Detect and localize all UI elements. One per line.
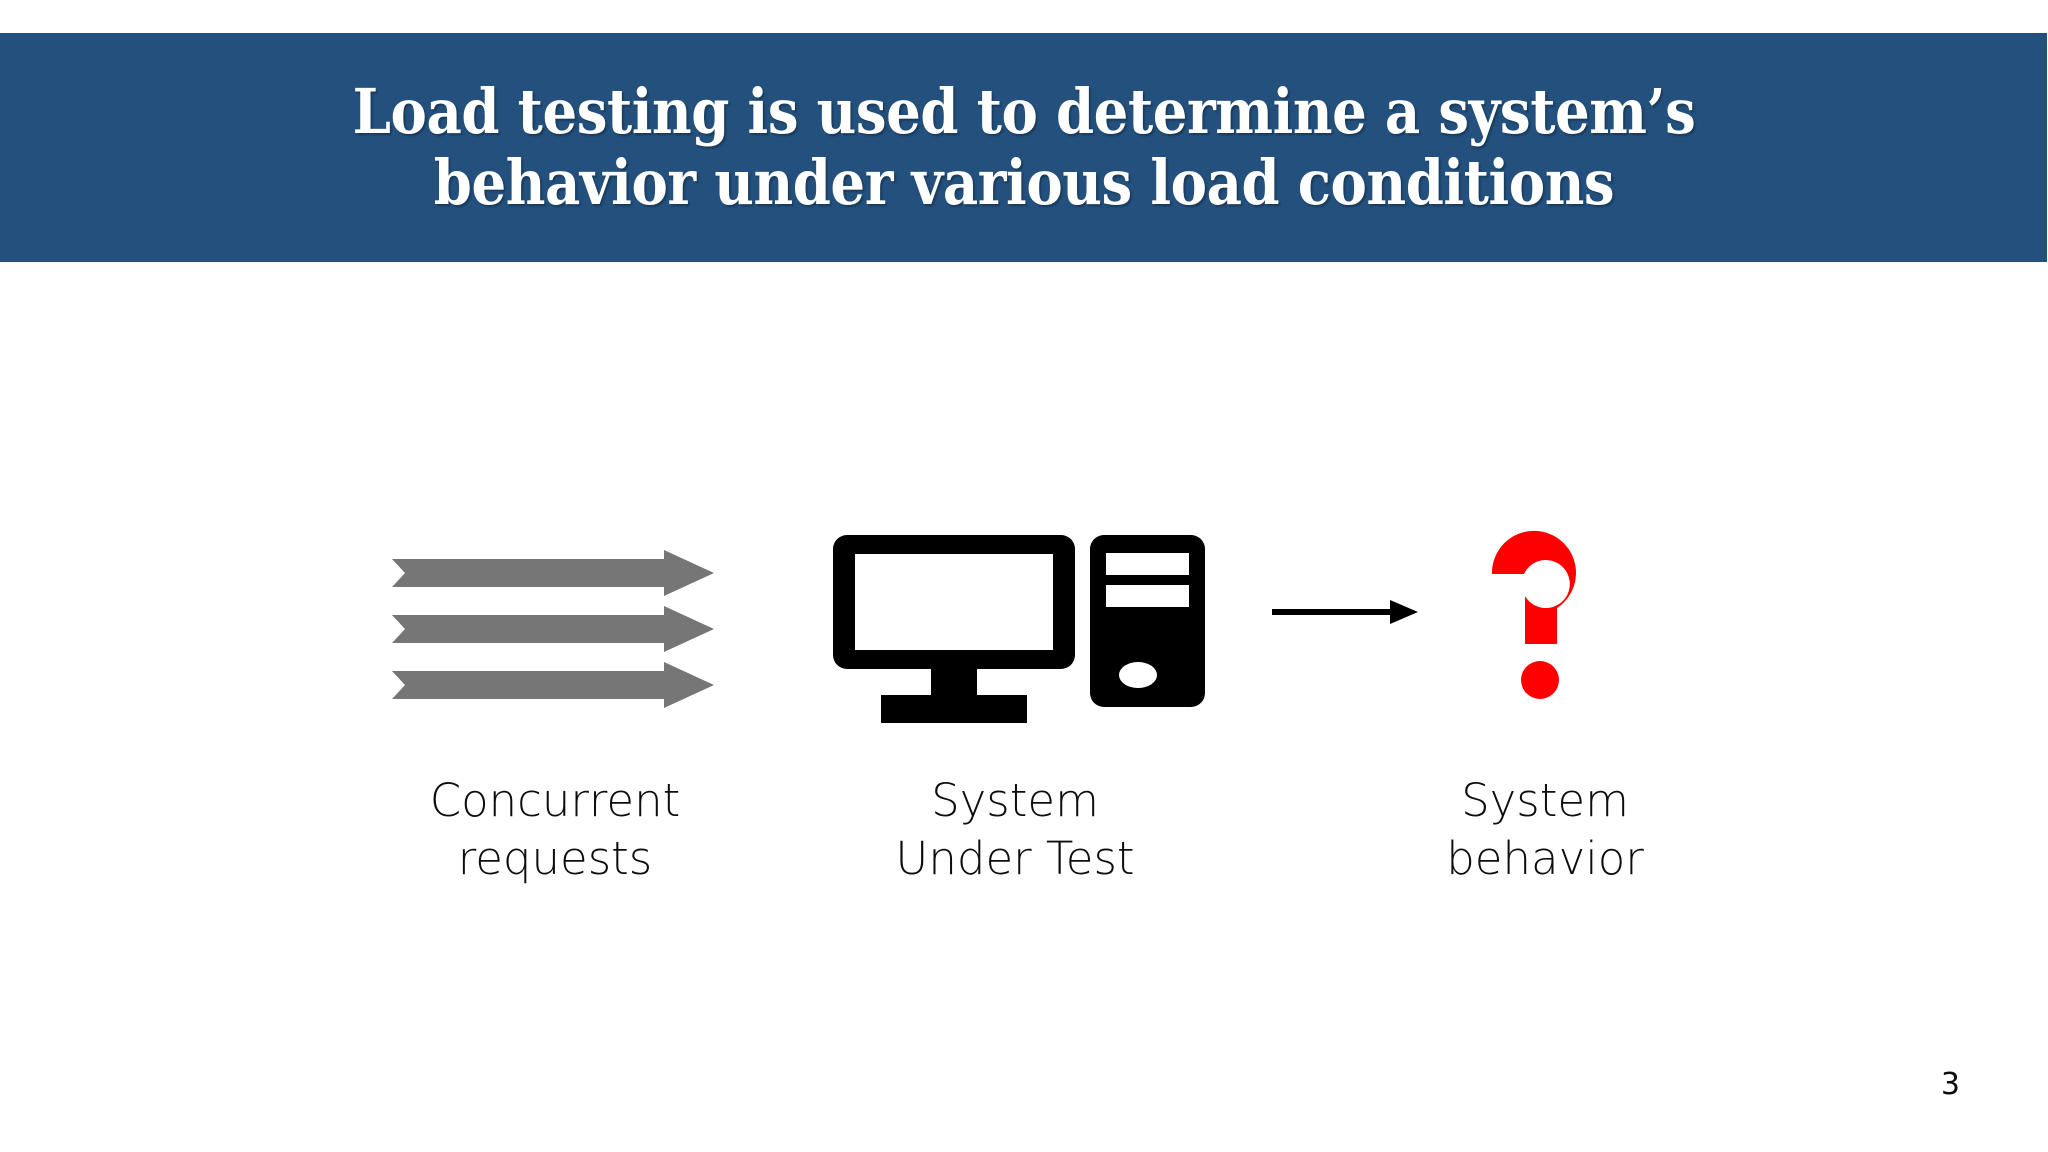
stage-system-under-test: System Under Test	[800, 520, 1230, 887]
slide-title: Load testing is used to determine a syst…	[352, 74, 1695, 219]
title-banner: Load testing is used to determine a syst…	[0, 33, 2047, 262]
desktop-computer-icon	[833, 535, 1205, 723]
stage-concurrent-requests: Concurrent requests	[340, 520, 770, 887]
page-number: 3	[1940, 1067, 1960, 1102]
system-under-test-icon-slot	[800, 520, 1230, 723]
system-behavior-icon-slot	[1272, 520, 1730, 720]
block-arrow-icon	[392, 662, 714, 708]
concurrent-requests-arrows	[392, 540, 722, 708]
concurrent-requests-icon-slot	[340, 520, 770, 720]
block-arrow-icon	[392, 606, 714, 652]
stage-caption-system-under-test: System Under Test	[895, 774, 1135, 885]
block-arrow-icon	[392, 550, 714, 596]
flow-arrow-icon	[1272, 600, 1418, 624]
stage-caption-concurrent-requests: Concurrent requests	[429, 774, 681, 885]
question-mark-icon	[1491, 530, 1576, 699]
stage-system-behavior: System behavior	[1272, 520, 1730, 887]
stage-caption-system-behavior: System behavior	[1446, 774, 1644, 885]
